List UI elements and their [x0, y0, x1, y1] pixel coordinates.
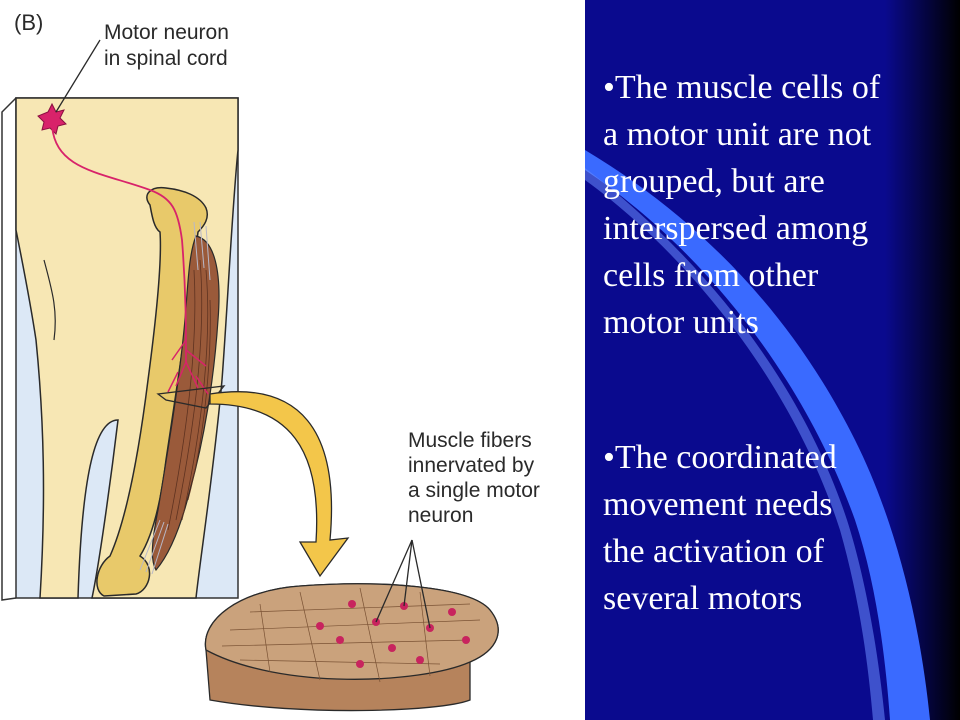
bullet-line: The muscle cells of	[614, 69, 881, 106]
axon-terminal-branches	[167, 339, 209, 395]
muscle-fibers-label-line: innervated by	[408, 454, 535, 477]
bullet-marker: •	[603, 69, 615, 106]
thigh-muscle	[151, 235, 220, 572]
section-marker	[156, 385, 226, 409]
motor-unit-illustration	[1, 39, 499, 712]
muscle-fibers-label-line: a single motor	[408, 479, 540, 502]
muscle-fibers-pointers	[375, 539, 431, 629]
bullet-line: motor units	[603, 304, 759, 341]
slide-background-decoration	[585, 0, 960, 720]
text-panel: •The muscle cells of a motor unit are no…	[585, 0, 960, 720]
bullet-line: cells from other	[603, 257, 819, 294]
bullet-marker: •	[603, 439, 615, 476]
bullet-line: several motors	[603, 580, 803, 617]
figure-panel: (B) Motor neuron in spinal cord Muscle f…	[1, 10, 588, 712]
zoom-arrow	[209, 391, 350, 578]
figure-left-bracket	[1, 97, 17, 601]
bullet-line: grouped, but are	[603, 163, 825, 200]
bullet-point: •The coordinated movement needs the acti…	[603, 434, 953, 622]
muscle-cross-section	[204, 583, 499, 712]
innervated-fibers	[316, 600, 470, 668]
bullet-line: The coordinated	[614, 439, 837, 476]
motor-neuron-label: Motor neuron in spinal cord	[104, 20, 304, 72]
body-contour	[43, 259, 56, 341]
bullet-line: a motor unit are not	[603, 116, 872, 153]
femur-bone	[96, 186, 209, 597]
bullet-line: the activation of	[603, 533, 824, 570]
bullet-point: •The muscle cells of a motor unit are no…	[603, 64, 953, 346]
panel-letter: (B)	[14, 10, 44, 35]
motor-neuron-axon	[51, 125, 187, 363]
accent-stripe	[585, 150, 930, 720]
motor-neuron-pointer	[55, 39, 101, 113]
bullet-line: interspersed among	[603, 210, 869, 247]
muscle-fibers-label: Muscle fibers innervated by a single mot…	[408, 428, 588, 528]
muscle-fibers-label-line: Muscle fibers	[408, 429, 532, 452]
motor-neuron-label-line: in spinal cord	[104, 47, 228, 70]
bullet-line: movement needs	[603, 486, 833, 523]
motor-neuron-label-line: Motor neuron	[104, 21, 229, 44]
muscle-fibers-label-line: neuron	[408, 504, 474, 527]
tendon-fibers	[139, 221, 211, 575]
